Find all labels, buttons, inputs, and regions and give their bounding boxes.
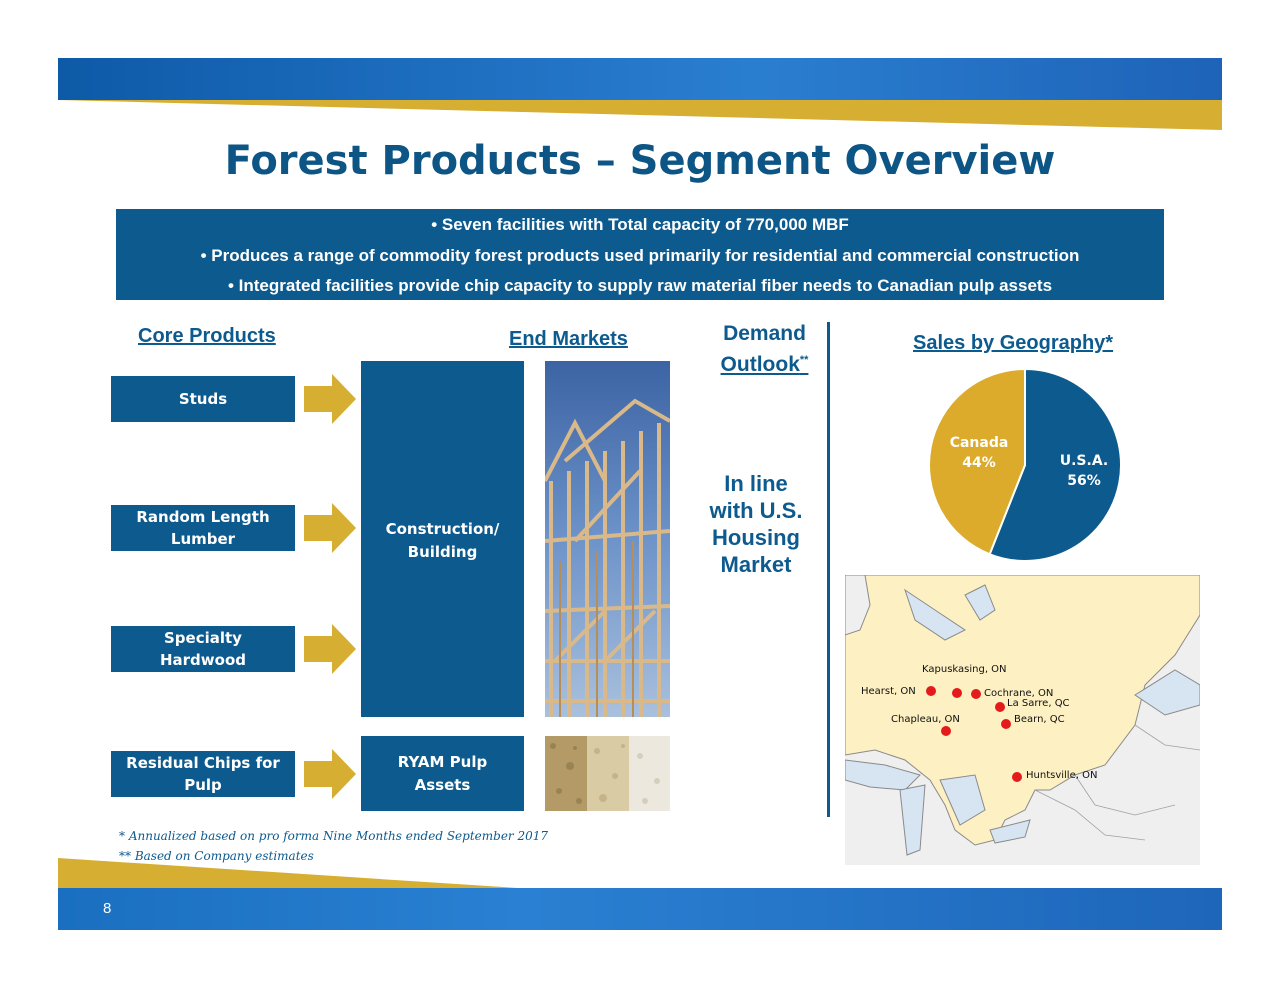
facilities-map — [845, 575, 1200, 865]
product-sh-line1: Specialty — [164, 629, 242, 647]
map-label-bearn: Bearn, QC — [1014, 714, 1065, 725]
product-sh-line2: Hardwood — [159, 651, 246, 669]
footer-band — [58, 888, 1222, 930]
wood-chips-photo — [545, 736, 670, 811]
page-number: 8 — [103, 900, 112, 917]
pie-slice-canada — [928, 367, 1026, 556]
product-studs: Studs — [111, 376, 295, 422]
map-label-chapleau: Chapleau, ON — [891, 714, 960, 725]
sales-geography-heading: Sales by Geography* — [913, 332, 1114, 354]
outlook-footnote-mark: ** — [799, 354, 809, 366]
header-band — [58, 58, 1222, 100]
footnote-annualized: * Annualized based on pro forma Nine Mon… — [119, 829, 549, 843]
product-chips-line1: Residual Chips for — [126, 754, 280, 772]
bullet-integration: • Integrated facilities provide chip cap… — [227, 276, 1053, 295]
location-marker-icon — [971, 689, 981, 699]
demand-outlook-text: In line with U.S. Housing Market — [700, 470, 812, 578]
market-construction: Construction/ Building — [361, 361, 524, 717]
map-label-hearst: Hearst, ON — [861, 686, 916, 697]
demand-label: Demand — [723, 322, 806, 345]
outlook-line4: Market — [720, 552, 792, 577]
page-title: Forest Products – Segment Overview — [224, 138, 1056, 184]
market-pulp-line2: Assets — [414, 776, 471, 794]
market-pulp-assets: RYAM Pulp Assets — [361, 736, 524, 811]
location-marker-icon — [1012, 772, 1022, 782]
market-pulp-label: RYAM Pulp Assets — [361, 751, 524, 797]
core-products-heading: Core Products — [138, 325, 276, 347]
pie-usa-name: U.S.A. — [1059, 453, 1109, 469]
footer-gold-stripe — [58, 858, 518, 888]
location-marker-icon — [995, 702, 1005, 712]
pie-label-canada: Canada 44% — [948, 433, 1010, 473]
map-label-la-sarre: La Sarre, QC — [1007, 698, 1070, 709]
product-rll-line1: Random Length — [136, 508, 270, 526]
market-construction-label: Construction/ Building — [361, 518, 524, 564]
market-construction-line1: Construction/ — [385, 520, 500, 538]
market-pulp-line1: RYAM Pulp — [397, 753, 488, 771]
outlook-line3: Housing — [712, 525, 800, 550]
header-gold-stripe — [58, 100, 1222, 130]
bullet-products: • Produces a range of commodity forest p… — [200, 246, 1080, 265]
arrow-right-icon — [304, 624, 356, 674]
pie-usa-value: 56% — [1067, 473, 1101, 489]
pie-slice-usa — [988, 367, 1122, 562]
outlook-line2: with U.S. — [709, 498, 803, 523]
map-label-kapuskasing: Kapuskasing, ON — [922, 664, 1007, 675]
pie-canada-value: 44% — [962, 455, 996, 471]
arrow-right-icon — [304, 749, 356, 799]
location-marker-icon — [952, 688, 962, 698]
arrow-right-icon — [304, 374, 356, 424]
product-rll-line2: Lumber — [170, 530, 236, 548]
bullet-facilities: • Seven facilities with Total capacity o… — [431, 215, 849, 234]
location-marker-icon — [941, 726, 951, 736]
product-chips-line2: Pulp — [184, 776, 222, 794]
end-markets-heading: End Markets — [509, 328, 628, 350]
pie-canada-name: Canada — [949, 435, 1009, 451]
product-studs-label: Studs — [178, 390, 228, 408]
divider-line — [827, 322, 830, 817]
pie-label-usa: U.S.A. 56% — [1053, 451, 1115, 491]
sales-geography-pie-chart — [928, 367, 1122, 562]
map-label-huntsville: Huntsville, ON — [1026, 770, 1098, 781]
outlook-line1: In line — [724, 471, 788, 496]
outlook-text: Outlook — [720, 353, 800, 376]
demand-outlook-heading: Demand Outlook** — [712, 321, 817, 378]
arrow-right-icon — [304, 503, 356, 553]
map-label-cochrane: Cochrane, ON — [984, 688, 1054, 699]
footnote-estimates: ** Based on Company estimates — [119, 849, 314, 863]
location-marker-icon — [926, 686, 936, 696]
summary-box: • Seven facilities with Total capacity o… — [116, 209, 1164, 300]
outlook-label: Outlook** — [712, 347, 817, 378]
market-construction-line2: Building — [407, 543, 478, 561]
location-marker-icon — [1001, 719, 1011, 729]
house-framing-photo — [545, 361, 670, 717]
